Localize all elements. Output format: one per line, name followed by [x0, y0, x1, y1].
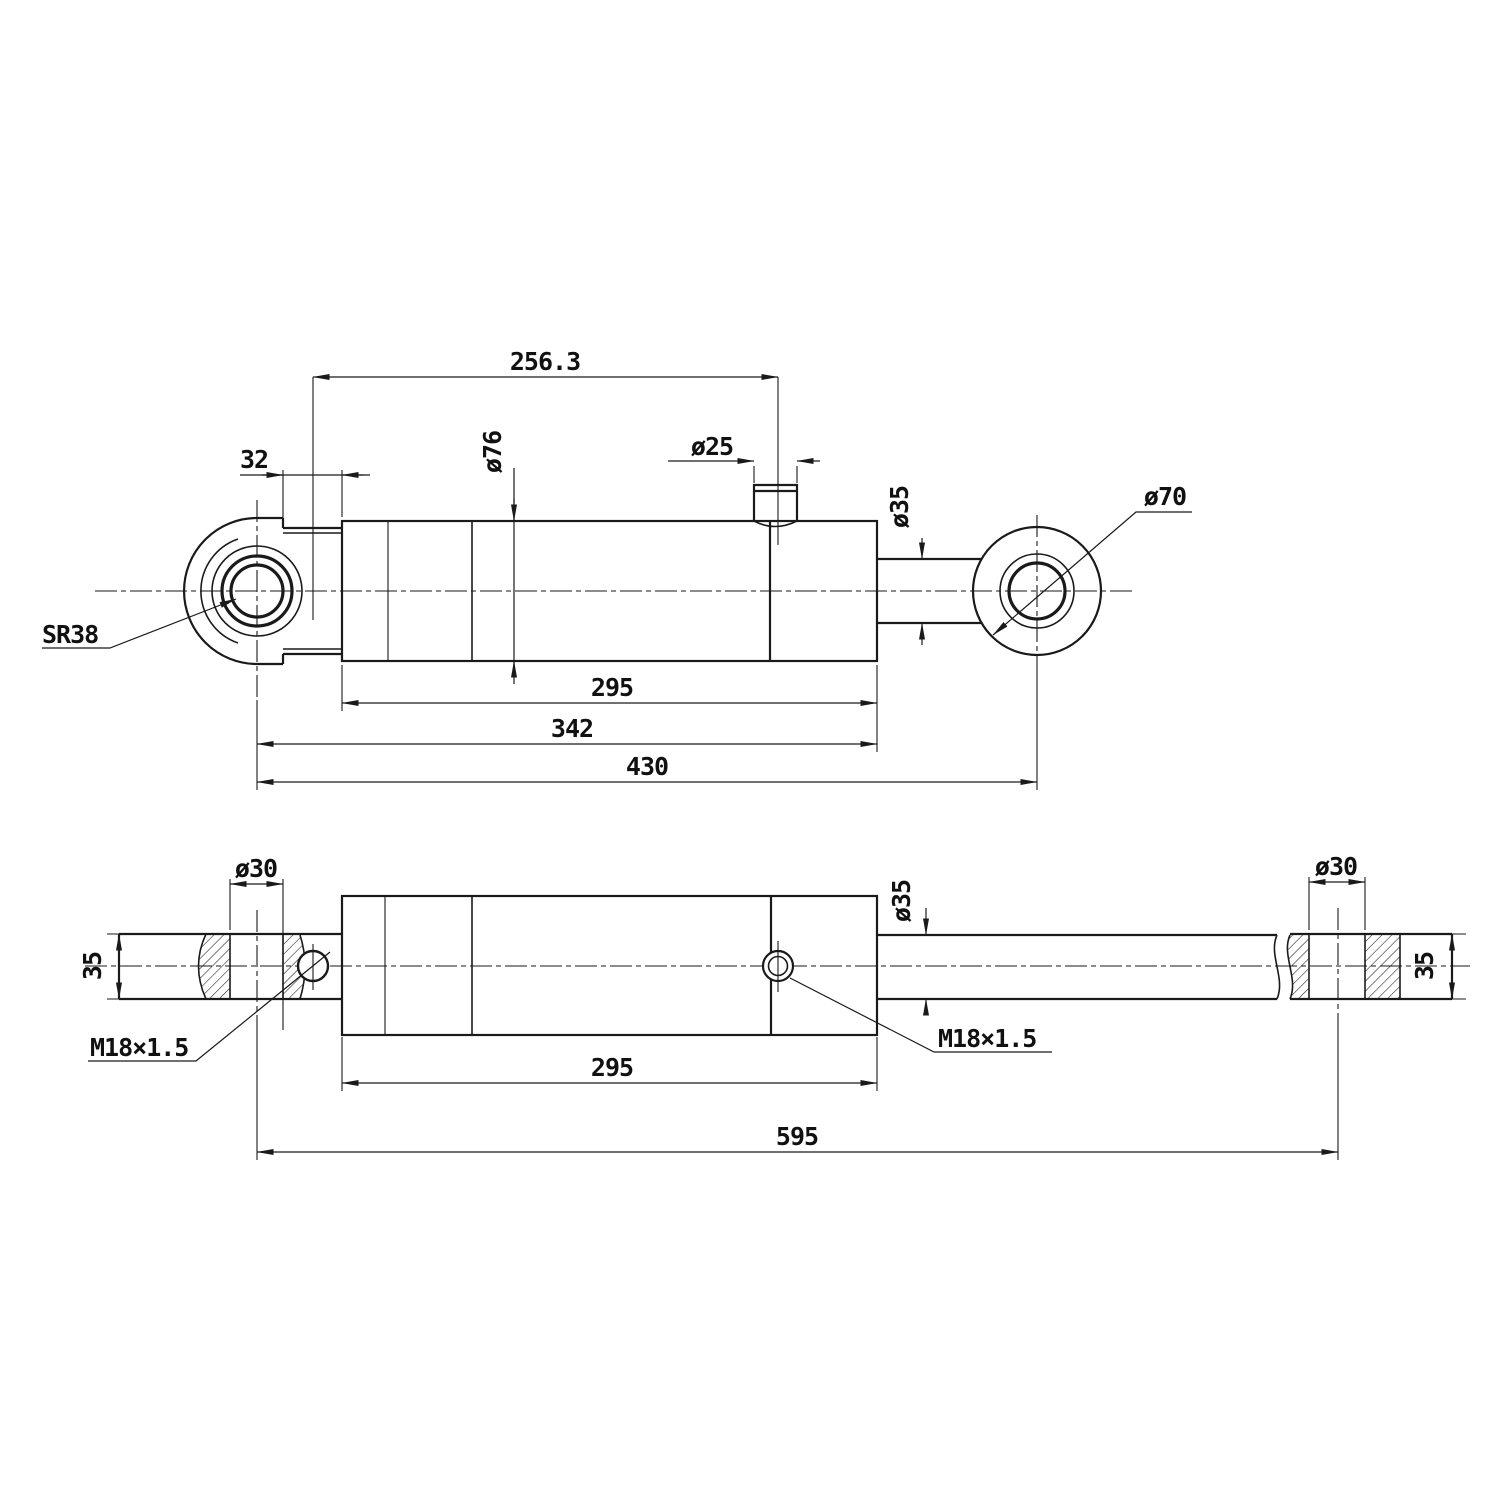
dim-342: 342	[256, 714, 878, 747]
thread-callout-right: M18×1.5	[789, 977, 1052, 1053]
cylinder-tube	[340, 519, 879, 663]
right-break-curve-2	[1286, 934, 1294, 1000]
dim-dia-30-left: ø30	[229, 854, 284, 1030]
dim-dia-30-right: ø30	[1308, 852, 1366, 930]
dim-text-dia30-right: ø30	[1315, 852, 1357, 881]
piston-rod	[877, 557, 982, 625]
rod-break-curve	[1273, 934, 1281, 1000]
dim-text-35-right: 35	[1410, 952, 1439, 980]
clevis-housing	[182, 516, 283, 666]
port-boss	[752, 483, 799, 521]
thread-text-right: M18×1.5	[938, 1024, 1036, 1053]
left-sphere-arc	[197, 933, 207, 1000]
dim-text-256-3: 256.3	[510, 347, 580, 376]
thread-callout-left: M18×1.5	[88, 951, 331, 1062]
dim-body-295-bottom: 295	[341, 1037, 878, 1091]
dim-595: 595	[256, 1122, 1339, 1155]
dim-dia-70: ø70	[992, 482, 1192, 636]
dim-sr38: SR38	[42, 598, 237, 649]
dim-430: 430	[256, 752, 1038, 785]
dim-dia-35-bottom: ø35	[887, 880, 929, 1016]
dim-text-dia30-left: ø30	[235, 854, 277, 883]
dim-text-295-bottom: 295	[591, 1053, 633, 1082]
dim-text-dia70: ø70	[1144, 482, 1186, 511]
dim-35-right: 35	[1410, 933, 1466, 1000]
left-section-hatch-b	[283, 935, 305, 999]
dim-text-dia35-bottom: ø35	[887, 880, 916, 922]
spherical-bearing-outer-arc	[200, 538, 239, 644]
extended-rod	[877, 933, 1277, 1001]
dim-text-32: 32	[240, 445, 268, 474]
left-section-hatch-a	[198, 934, 230, 999]
dim-dia-35-top: ø35	[885, 486, 925, 645]
dim-text-sr38: SR38	[42, 620, 98, 649]
cylinder-tube-bottom	[340, 894, 879, 1037]
dim-dia-25: ø25	[668, 432, 820, 483]
dim-text-dia76: ø76	[478, 431, 507, 473]
dim-text-dia35-top: ø35	[885, 486, 914, 528]
plan-view-extended: ø30 35 M18×1.5 ø35 M18×1.5	[78, 852, 1470, 1160]
dim-text-595: 595	[776, 1122, 818, 1151]
dim-text-dia25: ø25	[691, 432, 733, 461]
dim-neck-32: 32	[240, 445, 370, 524]
dim-text-430: 430	[626, 752, 668, 781]
side-view-retracted: 256.3 32 ø76 ø25	[42, 347, 1192, 790]
dim-body-295-top: 295	[341, 665, 878, 752]
port-saddle-arc	[753, 520, 798, 528]
dim-text-35-left: 35	[78, 952, 107, 980]
dim-35-left: 35	[78, 933, 127, 1000]
right-section-hatch-b	[1365, 935, 1400, 999]
dim-text-295-top: 295	[591, 673, 633, 702]
dim-text-342: 342	[551, 714, 593, 743]
dim-dia-76: ø76	[478, 431, 517, 684]
dim-stroke-256-3: 256.3	[312, 347, 779, 620]
thread-text-left: M18×1.5	[90, 1033, 188, 1062]
